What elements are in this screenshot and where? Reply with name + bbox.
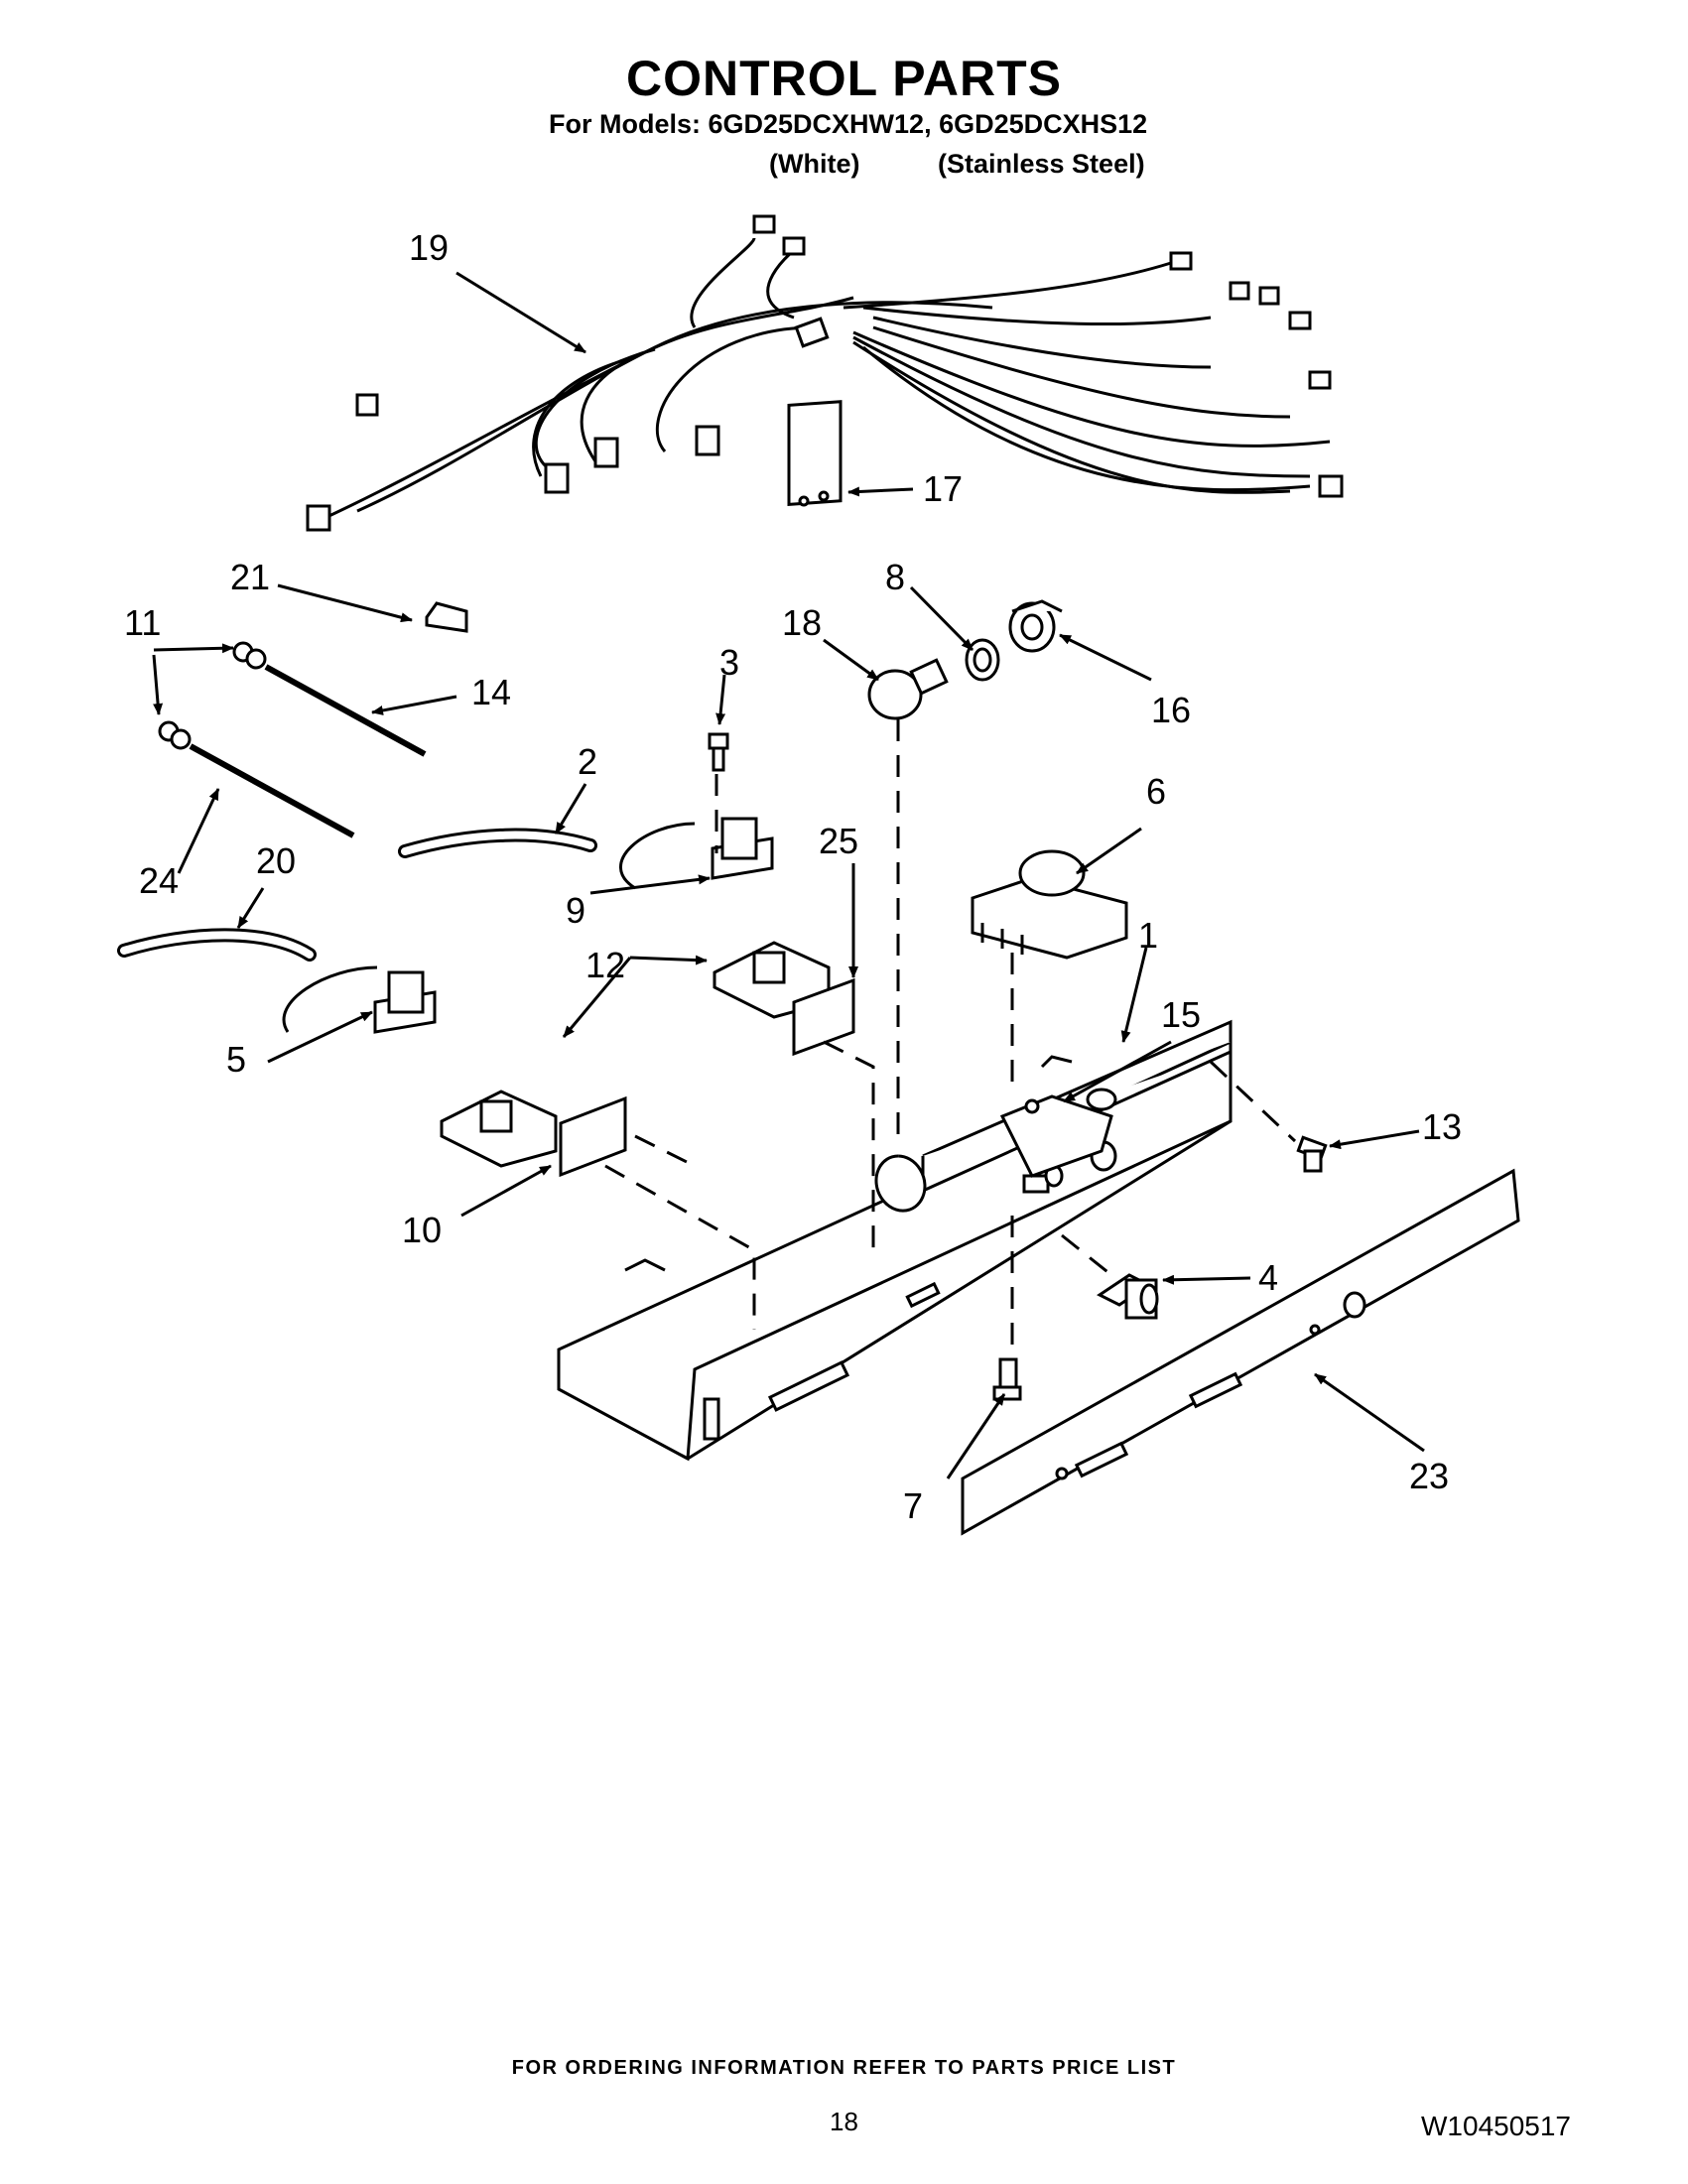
model-color-stainless: (Stainless Steel) <box>938 149 1145 179</box>
callout-18: 18 <box>782 602 822 643</box>
part-6-timer <box>971 849 1128 960</box>
callout-15: 15 <box>1161 994 1201 1035</box>
callout-8: 8 <box>885 557 905 597</box>
callout-11: 11 <box>124 602 161 643</box>
callout-25: 25 <box>819 821 858 861</box>
callout-12: 12 <box>585 945 625 985</box>
part-7-screw <box>992 1357 1022 1401</box>
callout-20: 20 <box>256 840 296 881</box>
callout-13: 13 <box>1422 1106 1462 1147</box>
part-12-brackets <box>440 941 831 1168</box>
callout-1: 1 <box>1138 915 1158 956</box>
callout-14: 14 <box>471 672 511 712</box>
callout-5: 5 <box>226 1039 246 1080</box>
part-14-24-tubes <box>158 641 427 838</box>
callout-23: 23 <box>1409 1456 1449 1496</box>
part-25-label <box>792 977 855 1057</box>
leader-arrows <box>152 271 1425 1479</box>
part-1-control-housing <box>557 1019 1233 1462</box>
callout-10: 10 <box>402 1210 442 1250</box>
part-21-clip <box>425 601 468 633</box>
part-4-knob <box>1097 1273 1159 1320</box>
callout-4: 4 <box>1258 1257 1278 1298</box>
part-8-ring <box>965 638 1000 682</box>
callout-9: 9 <box>566 890 585 931</box>
callout-17: 17 <box>923 468 963 509</box>
page-title: CONTROL PARTS <box>626 51 1062 106</box>
part-16-socket <box>1008 599 1063 653</box>
callout-16: 16 <box>1151 690 1191 730</box>
part-10-label <box>559 1095 627 1178</box>
callout-19: 19 <box>409 227 449 268</box>
callout-21: 21 <box>230 557 270 597</box>
document-number: W10450517 <box>1421 2111 1572 2141</box>
callout-3: 3 <box>719 642 739 683</box>
part-9-switch <box>619 817 774 890</box>
model-color-white: (White) <box>769 149 860 179</box>
page-number: 18 <box>830 2107 858 2136</box>
part-23-panel <box>961 1168 1520 1536</box>
wire-harness <box>306 214 1344 532</box>
models-line: For Models: 6GD25DCXHW12, 6GD25DCXHS12 <box>549 109 1148 139</box>
callout-7: 7 <box>903 1485 923 1526</box>
part-13-screw <box>1296 1135 1328 1173</box>
part-3-screw <box>708 732 729 772</box>
callout-2: 2 <box>578 741 597 782</box>
part-17-pad <box>787 400 843 507</box>
part-18-bulb <box>867 658 949 720</box>
ordering-note: FOR ORDERING INFORMATION REFER TO PARTS … <box>511 2057 1177 2079</box>
assembly-dashed-lines <box>604 719 1297 1354</box>
part-5-switch <box>282 965 437 1034</box>
callout-24: 24 <box>139 860 179 901</box>
callout-6: 6 <box>1146 771 1166 812</box>
